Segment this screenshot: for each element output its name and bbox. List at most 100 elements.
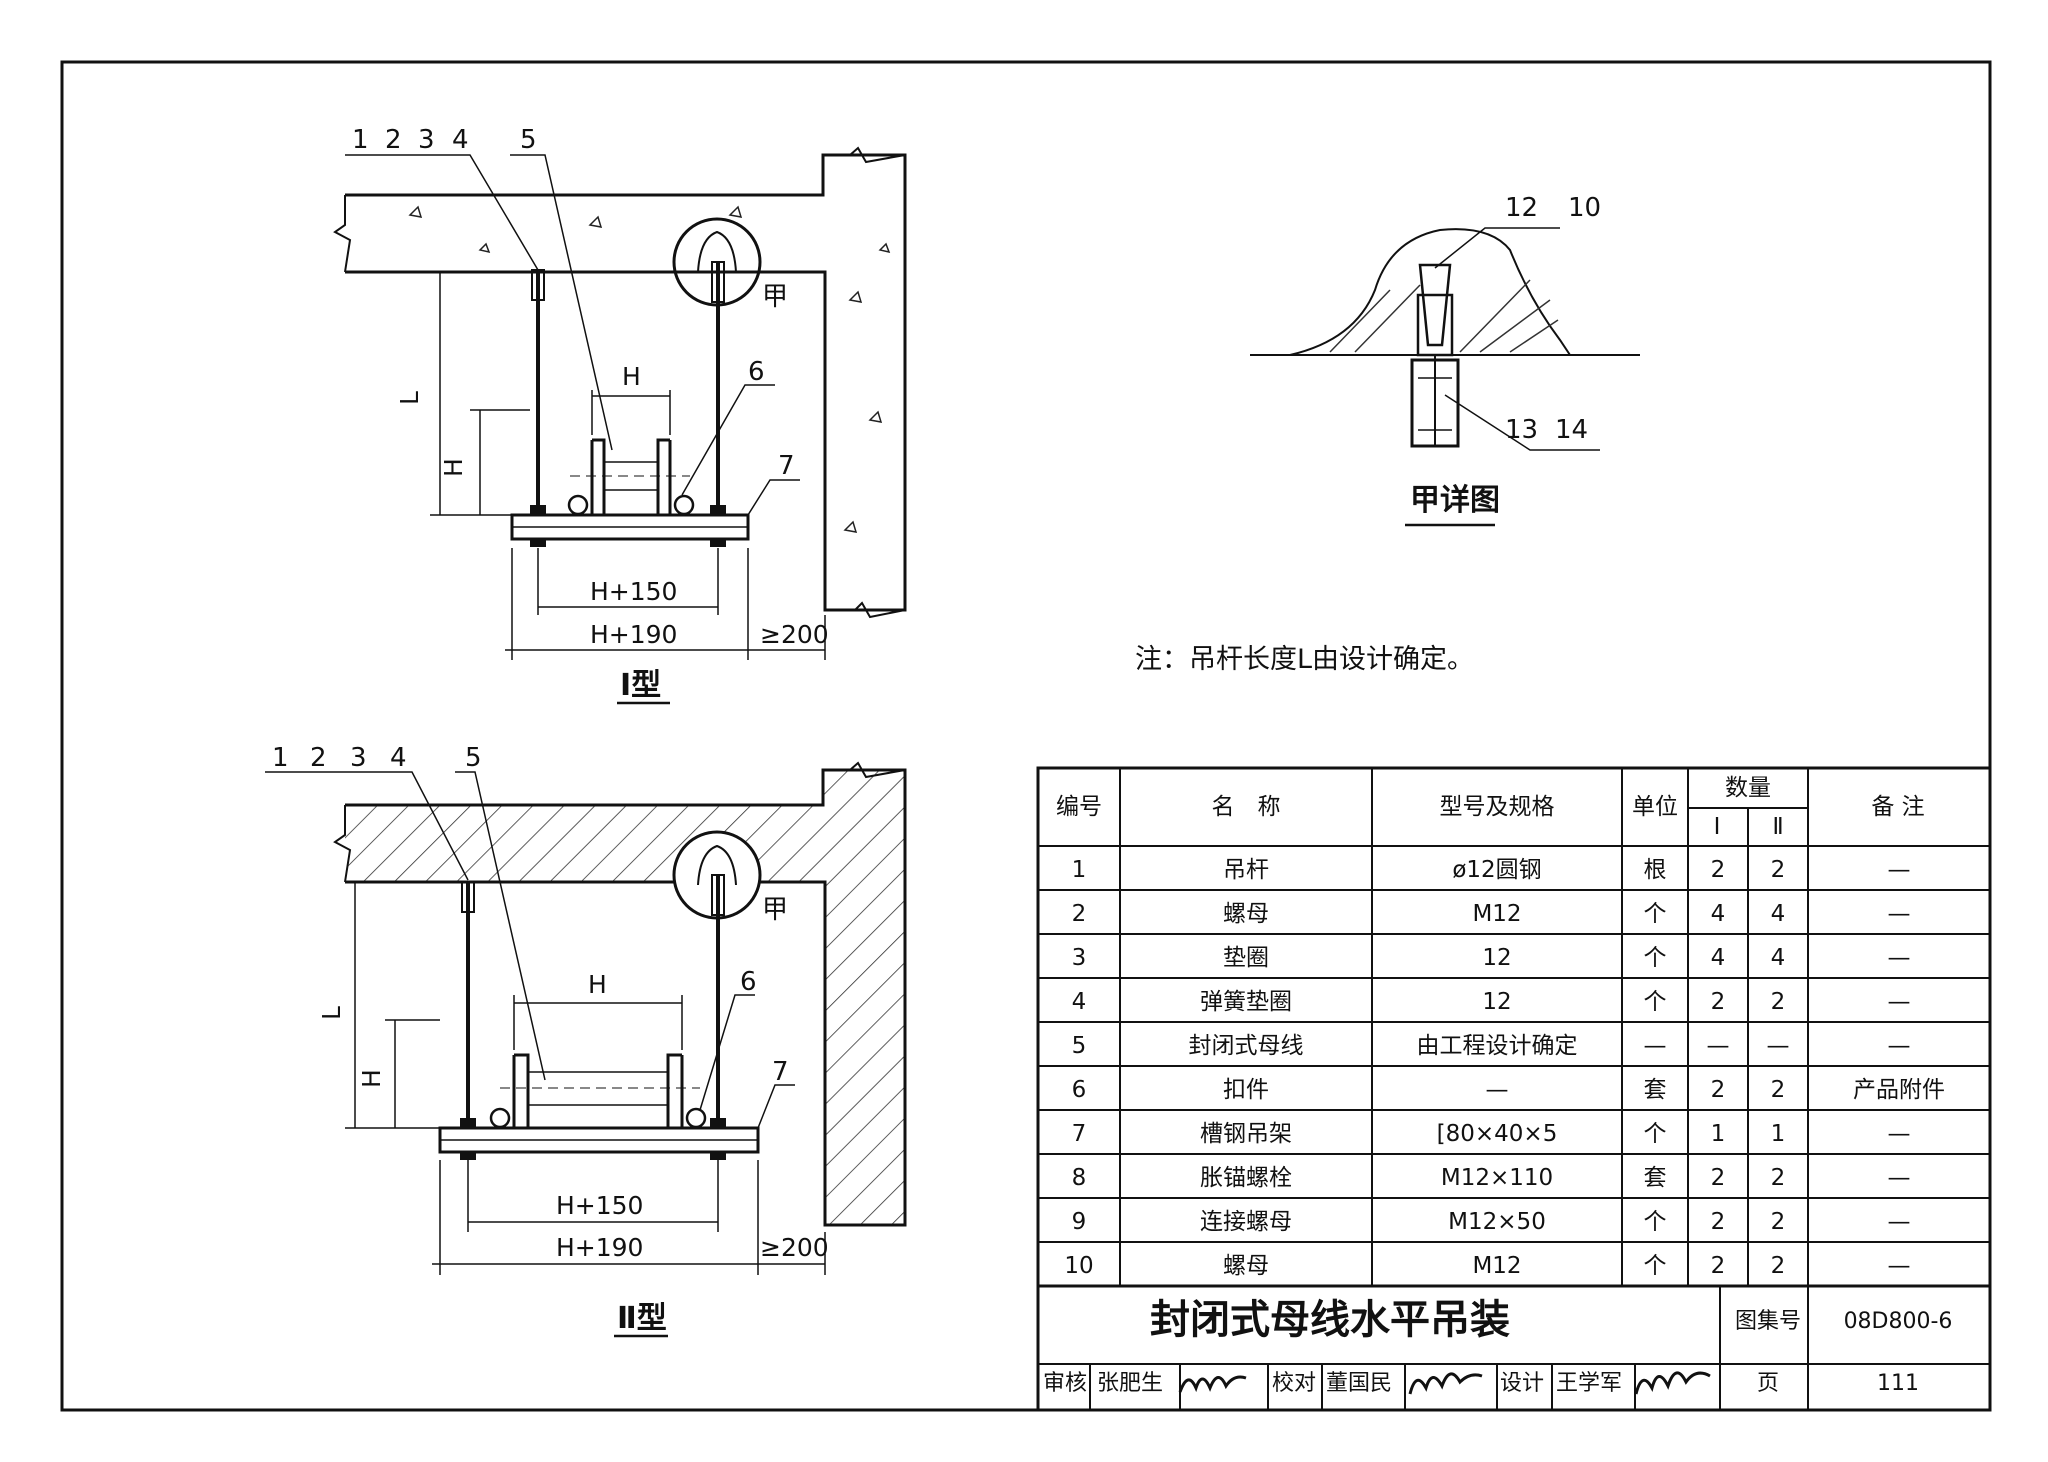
table-cell-no: 3 <box>1072 945 1087 971</box>
detail-label-10: 10 <box>1568 193 1601 223</box>
table-cell-qII: — <box>1767 1033 1790 1059</box>
type-I-dim-H-vertical: H <box>439 458 468 477</box>
table-cell-spec: ø12圆钢 <box>1452 857 1541 883</box>
type-I-label-4: 4 <box>452 125 469 155</box>
table-cell-remark: — <box>1888 901 1911 927</box>
table-cell-qII: 4 <box>1771 945 1786 971</box>
header-spec: 型号及规格 <box>1440 794 1555 820</box>
table-cell-spec: 12 <box>1482 945 1511 971</box>
table-cell-spec: M12 <box>1472 901 1521 927</box>
type-I-dim-h150: H+150 <box>590 577 677 606</box>
table-cell-name: 螺母 <box>1223 1253 1269 1279</box>
type-II-dimensions <box>345 881 826 1275</box>
table-cell-unit: — <box>1644 1033 1667 1059</box>
drawing-title: 封闭式母线水平吊装 <box>1150 1297 1510 1343</box>
table-cell-remark: — <box>1888 1253 1911 1279</box>
type-II-detail-mark: 甲 <box>762 895 788 925</box>
header-qty-I: Ⅰ <box>1714 814 1721 840</box>
table-cell-remark: — <box>1888 945 1911 971</box>
table-cell-remark: — <box>1888 1121 1911 1147</box>
table-cell-no: 6 <box>1072 1077 1087 1103</box>
type-II-dim-L: L <box>317 1006 346 1020</box>
header-name: 名 称 <box>1212 794 1281 820</box>
design-note: 注：吊杆长度L由设计确定。 <box>1135 644 1474 675</box>
type-II-dim-H-top: H <box>588 970 607 999</box>
detail-label-13: 13 <box>1505 415 1538 445</box>
page-label: 页 <box>1757 1371 1779 1396</box>
reviewer-name: 张肥生 <box>1097 1371 1163 1396</box>
table-cell-qII: 2 <box>1771 1253 1786 1279</box>
table-cell-remark: 产品附件 <box>1853 1077 1945 1103</box>
table-cell-qI: — <box>1707 1033 1730 1059</box>
table-cell-qI: 4 <box>1711 945 1726 971</box>
table-cell-no: 5 <box>1072 1033 1087 1059</box>
type-I-drawing: L H H H+150 H+190 ≥200 甲 1 2 3 4 5 6 7 Ⅰ… <box>333 125 907 705</box>
table-cell-unit: 个 <box>1644 1209 1667 1235</box>
type-I-dim-H-top: H <box>622 362 641 391</box>
type-I-dim-h190: H+190 <box>590 620 677 649</box>
table-cell-unit: 套 <box>1644 1077 1667 1103</box>
type-I-label-1: 1 <box>352 125 369 155</box>
table-cell-remark: — <box>1888 1033 1911 1059</box>
table-cell-name: 槽钢吊架 <box>1200 1121 1292 1147</box>
table-cell-no: 8 <box>1072 1165 1087 1191</box>
table-cell-qII: 4 <box>1771 901 1786 927</box>
type-I-busbar <box>570 438 690 515</box>
table-cell-name: 螺母 <box>1223 901 1269 927</box>
detail-label-14: 14 <box>1555 415 1588 445</box>
type-II-ceiling-slab <box>345 770 905 1225</box>
type-I-label-2: 2 <box>385 125 402 155</box>
type-I-caption: Ⅰ型 <box>620 668 661 703</box>
type-I-label-6: 6 <box>748 357 765 387</box>
table-cell-name: 吊杆 <box>1223 857 1269 883</box>
type-I-dimensions <box>430 271 826 660</box>
table-cell-unit: 个 <box>1644 1253 1667 1279</box>
table-cell-spec: M12×110 <box>1441 1165 1553 1191</box>
table-cell-remark: — <box>1888 989 1911 1015</box>
table-cell-qI: 2 <box>1711 989 1726 1015</box>
table-cell-unit: 根 <box>1644 857 1667 883</box>
table-cell-no: 10 <box>1064 1253 1093 1279</box>
table-cell-qII: 2 <box>1771 1165 1786 1191</box>
detail-label-12: 12 <box>1505 193 1538 223</box>
table-cell-name: 胀锚螺栓 <box>1200 1165 1292 1191</box>
header-no: 编号 <box>1056 794 1102 820</box>
table-cell-name: 弹簧垫圈 <box>1200 989 1292 1015</box>
type-II-dim-H-vertical: H <box>357 1069 386 1088</box>
type-II-label-2: 2 <box>310 743 327 773</box>
type-II-label-6: 6 <box>740 967 757 997</box>
type-II-dim-h150: H+150 <box>556 1191 643 1220</box>
table-cell-qII: 2 <box>1771 857 1786 883</box>
table-cell-qI: 2 <box>1711 1209 1726 1235</box>
table-cell-qI: 4 <box>1711 901 1726 927</box>
table-cell-no: 7 <box>1072 1121 1087 1147</box>
header-qty: 数量 <box>1725 775 1771 801</box>
table-cell-qI: 2 <box>1711 857 1726 883</box>
checker-signature <box>1408 1372 1483 1395</box>
table-cell-qI: 2 <box>1711 1077 1726 1103</box>
table-cell-qI: 1 <box>1711 1121 1726 1147</box>
check-label: 校对 <box>1272 1371 1316 1396</box>
type-I-dim-L: L <box>395 391 424 405</box>
table-cell-no: 4 <box>1072 989 1087 1015</box>
type-II-label-3: 3 <box>350 743 367 773</box>
table-cell-spec: [80×40×5 <box>1437 1121 1558 1147</box>
table-cell-remark: — <box>1888 857 1911 883</box>
type-I-ceiling-slab <box>345 153 907 612</box>
designer-name: 王学军 <box>1556 1371 1622 1396</box>
table-cell-name: 扣件 <box>1223 1077 1269 1103</box>
table-cell-name: 封闭式母线 <box>1189 1033 1304 1059</box>
table-cell-qII: 1 <box>1771 1121 1786 1147</box>
checker-name: 董国民 <box>1326 1371 1392 1396</box>
table-cell-unit: 个 <box>1644 901 1667 927</box>
table-cell-remark: — <box>1888 1209 1911 1235</box>
type-II-dim-200: ≥200 <box>760 1233 829 1262</box>
type-II-label-4: 4 <box>390 743 407 773</box>
table-cell-unit: 套 <box>1644 1165 1667 1191</box>
type-II-drawing: L H H H+150 H+190 ≥200 甲 1 2 3 4 5 6 7 Ⅱ… <box>265 743 907 1338</box>
table-cell-no: 9 <box>1072 1209 1087 1235</box>
table-cell-no: 1 <box>1072 857 1087 883</box>
